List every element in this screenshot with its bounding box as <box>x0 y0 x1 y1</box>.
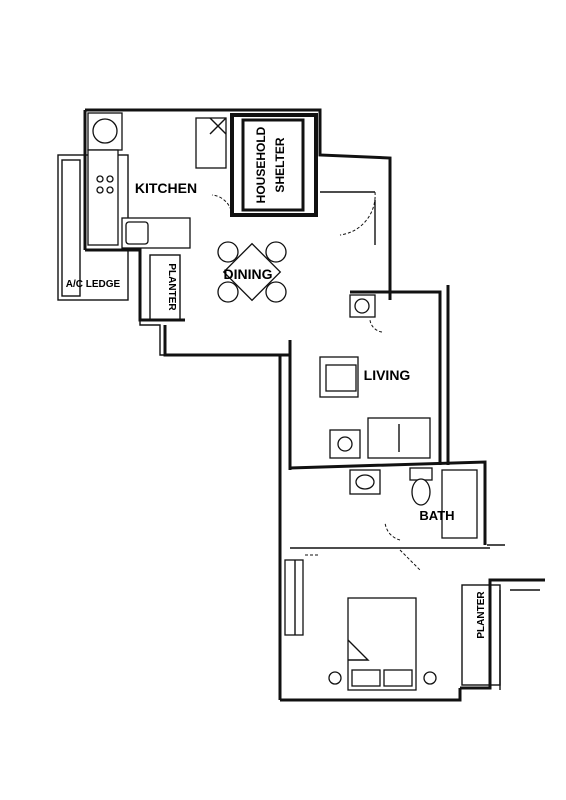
pillow <box>351 669 381 687</box>
stove-burner-icon <box>106 186 114 194</box>
wall-dining-south <box>163 325 290 357</box>
planter-bottom-label: PLANTER <box>476 591 487 639</box>
toilet-icon <box>411 478 431 506</box>
kitchen-counter-west <box>87 149 119 246</box>
dining-chair <box>265 241 287 263</box>
bedside-lamp-icon <box>328 671 342 685</box>
dining-chair <box>217 241 239 263</box>
wall-bath <box>289 460 487 545</box>
dining-table <box>222 242 282 302</box>
living-label: LIVING <box>364 367 411 383</box>
household-label: HOUSEHOLD <box>254 126 268 203</box>
bedroom-fixtures <box>284 549 437 691</box>
stove-burner-icon <box>106 175 114 183</box>
bedside-lamp-icon <box>423 671 437 685</box>
dining-label: DINING <box>224 266 273 282</box>
fridge <box>195 117 227 169</box>
shelter-label: SHELTER <box>273 137 287 192</box>
lamp-icon <box>354 298 370 314</box>
planter-top: PLANTER <box>149 254 181 321</box>
living-fixtures: LIVING <box>319 294 431 459</box>
dining-set: DINING <box>217 241 287 303</box>
washer-drum-icon <box>92 118 118 144</box>
ac-ledge-label: A/C LEDGE <box>66 279 121 290</box>
planter-top-label: PLANTER <box>166 263 177 311</box>
toilet-tank <box>409 467 433 481</box>
stove-burner-icon <box>96 186 104 194</box>
stove-burner-icon <box>96 175 104 183</box>
kitchen-door-swing <box>211 194 233 216</box>
bath-label: BATH <box>419 508 454 523</box>
wall-south <box>280 688 462 702</box>
wardrobe <box>284 559 304 636</box>
kitchen-label: KITCHEN <box>135 180 197 196</box>
household-shelter: HOUSEHOLD SHELTER <box>230 113 318 217</box>
entry-door <box>320 191 376 245</box>
pillow <box>383 669 413 687</box>
wall-living-east <box>350 290 442 465</box>
wall-north <box>85 108 392 290</box>
dining-chair <box>265 281 287 303</box>
bathtub <box>441 469 478 539</box>
kitchen-fixtures: KITCHEN <box>87 112 233 249</box>
planter-bottom: PLANTER <box>461 584 501 686</box>
dining-chair <box>217 281 239 303</box>
bath-fixtures: BATH <box>349 467 478 541</box>
wall-bedroom-east <box>460 578 545 690</box>
sink-icon <box>125 221 149 245</box>
